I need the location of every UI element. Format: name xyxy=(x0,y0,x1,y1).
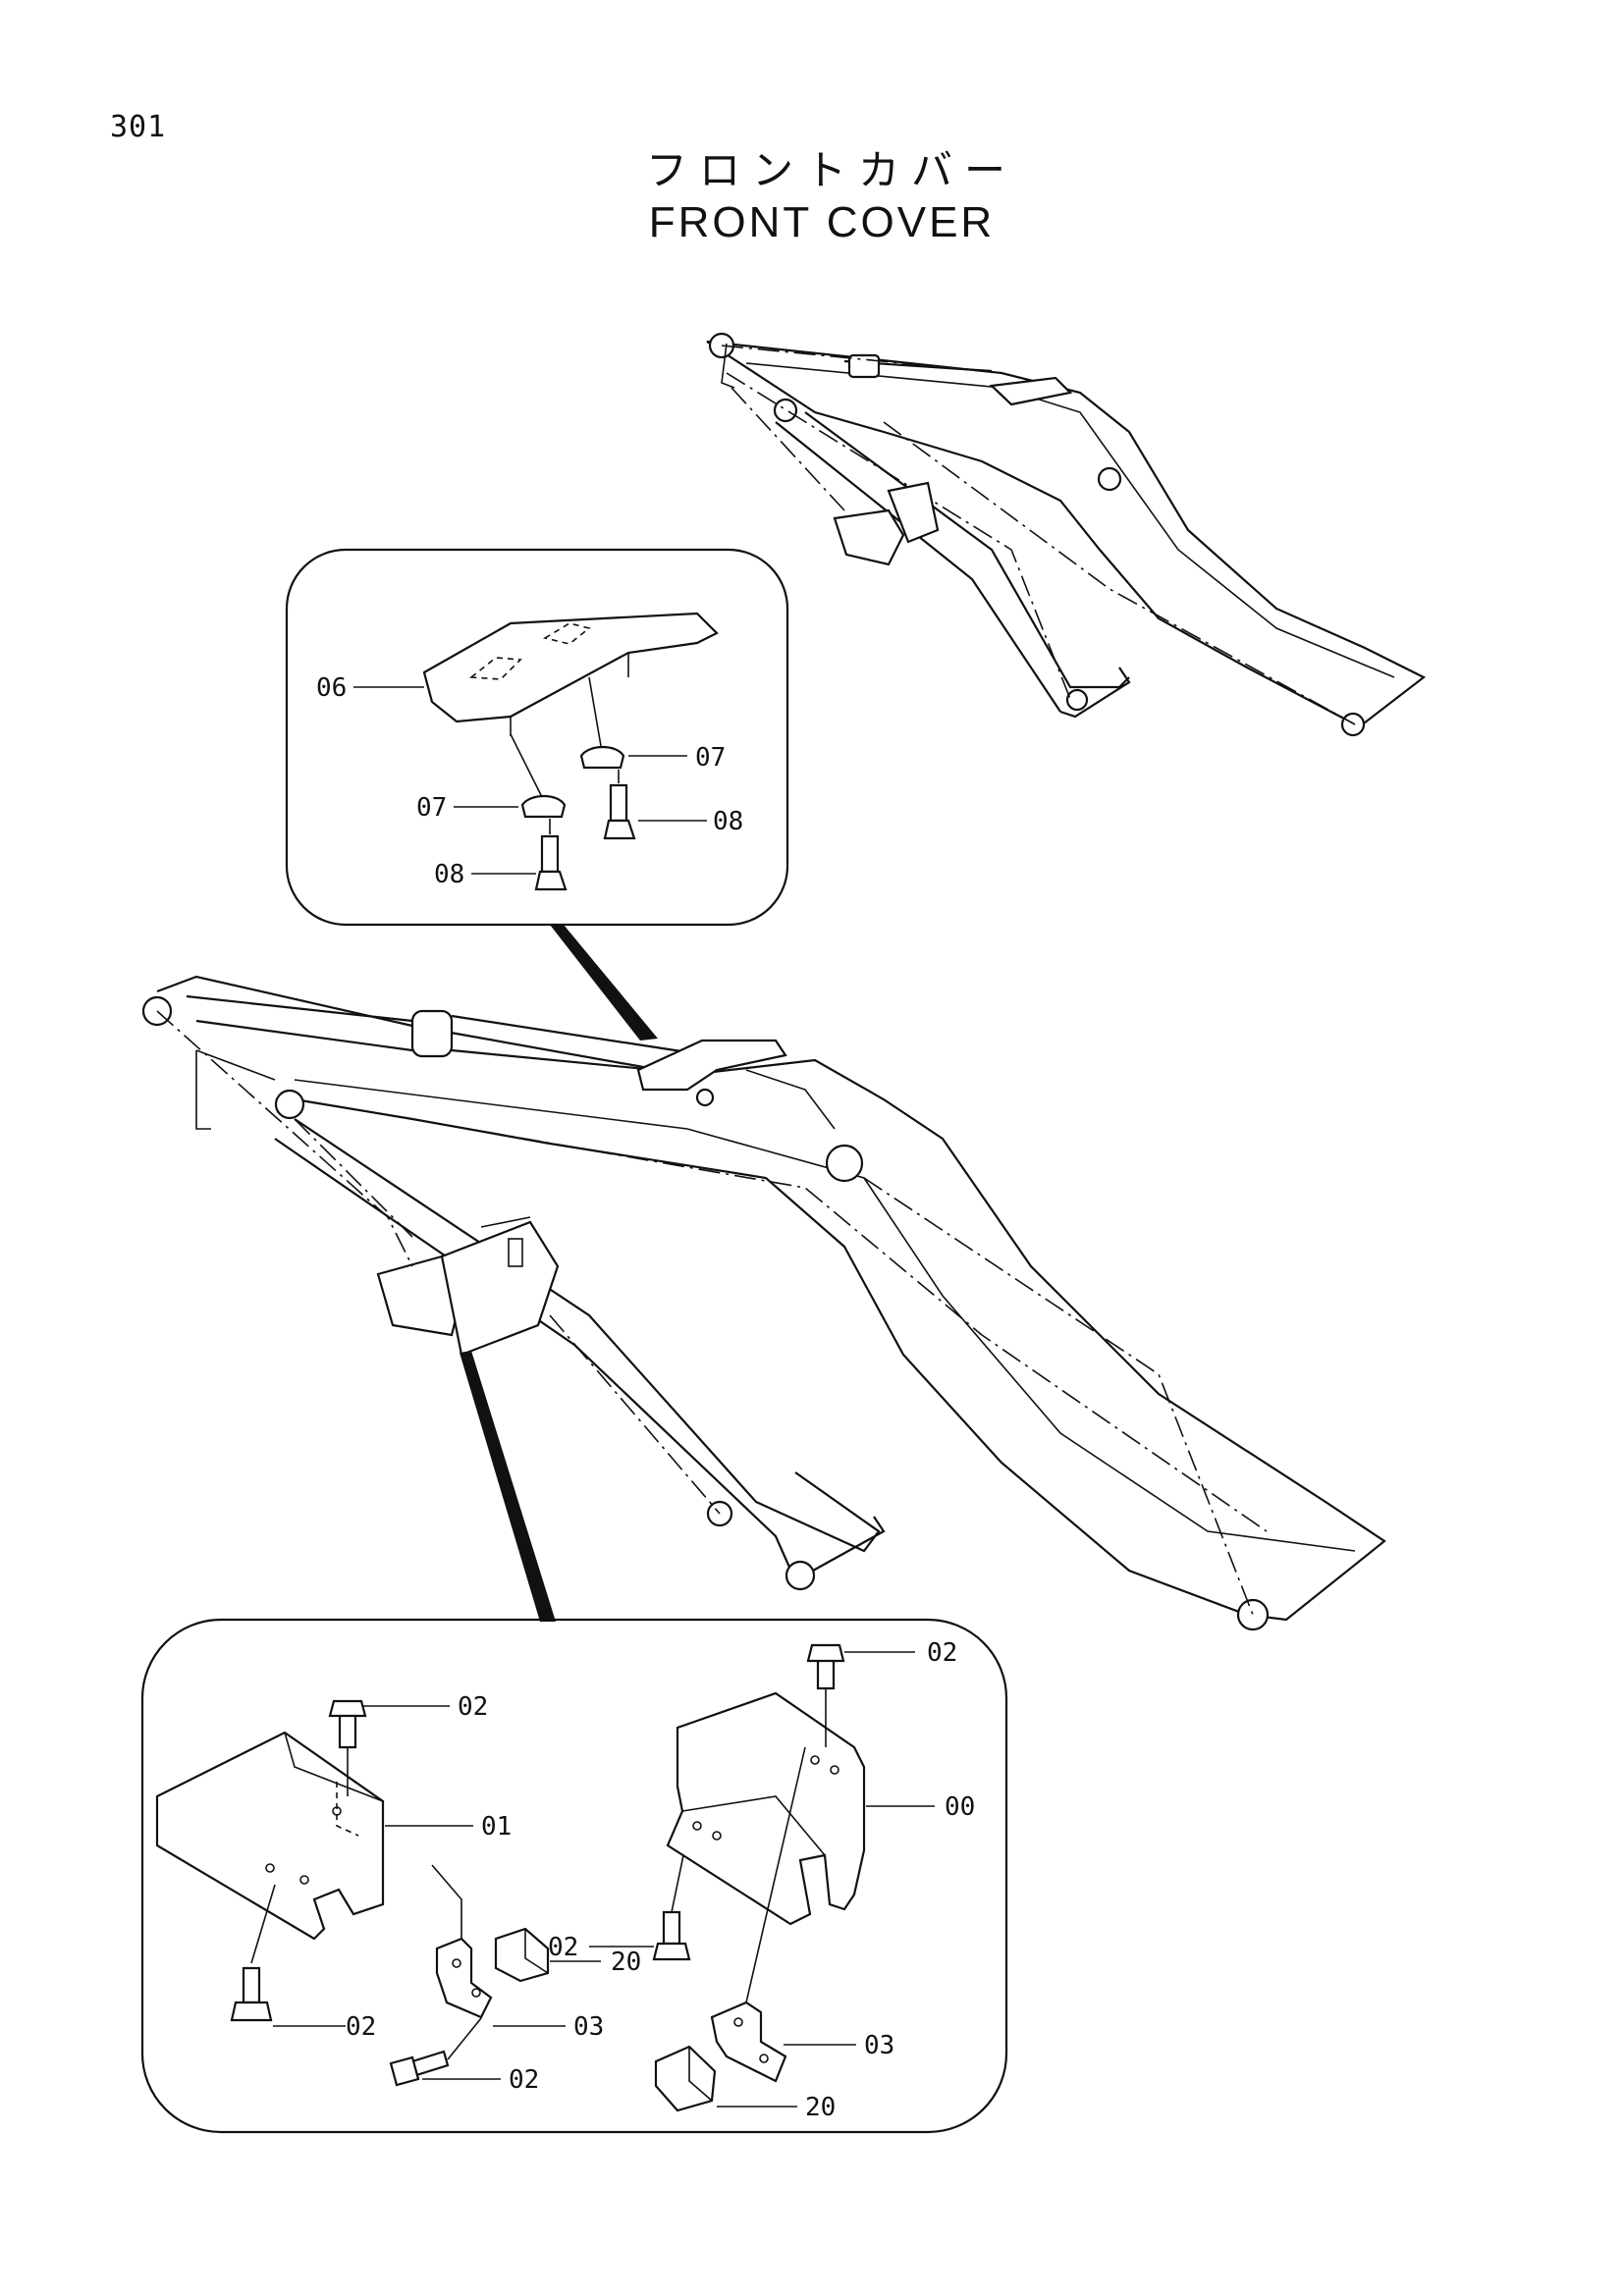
lower-pointer xyxy=(460,1351,556,1622)
page-number: 301 xyxy=(110,110,167,144)
callout-03-right: 03 xyxy=(864,2031,894,2060)
callout-07-left: 07 xyxy=(416,793,447,823)
callout-02-top-right: 02 xyxy=(927,1638,957,1668)
callout-20-left: 20 xyxy=(611,1948,641,1977)
callout-02-top-left: 02 xyxy=(458,1692,488,1722)
callout-02-bottom-left: 02 xyxy=(346,2012,376,2042)
callout-03-left: 03 xyxy=(573,2012,604,2042)
callout-02-bottom: 02 xyxy=(509,2065,539,2095)
callout-07-right: 07 xyxy=(695,743,726,773)
title-japanese: フロントカバー xyxy=(645,146,1017,194)
callout-00: 00 xyxy=(945,1792,975,1822)
callout-01: 01 xyxy=(481,1812,512,1842)
large-boom-view xyxy=(141,975,1386,1631)
callout-08-left: 08 xyxy=(434,860,464,889)
upper-detail-panel: 06 07 07 08 08 xyxy=(285,548,789,927)
callout-20-right: 20 xyxy=(805,2093,836,2122)
title-english: FRONT COVER xyxy=(648,198,996,246)
small-boom-view xyxy=(706,332,1427,737)
callout-06: 06 xyxy=(316,673,347,703)
callout-08-right: 08 xyxy=(713,807,743,836)
callout-02-mid: 02 xyxy=(548,1933,578,1962)
upper-pointer xyxy=(550,925,658,1041)
lower-detail-panel: 02 02 01 00 02 20 02 03 03 02 20 xyxy=(140,1618,1008,2134)
